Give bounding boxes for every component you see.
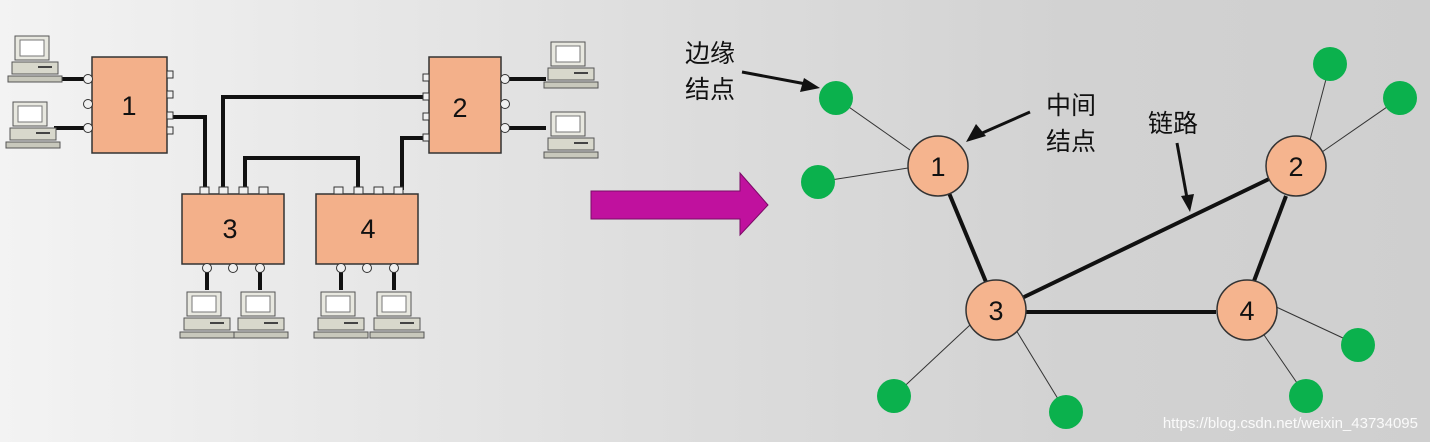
edge-spokes [817, 63, 1401, 413]
annotation-arrows [741, 70, 1194, 212]
node-1-label: 1 [930, 152, 945, 182]
switch-1-label: 1 [121, 91, 136, 121]
switch-2: 2 [422, 56, 510, 154]
edge-nodes [801, 47, 1417, 429]
mid-node-label-line1: 中间 [1046, 91, 1096, 120]
edge-node [1313, 47, 1347, 81]
edge-node [819, 81, 853, 115]
switch-2-label: 2 [452, 93, 467, 123]
computer-icon [233, 291, 289, 339]
link-label: 链路 [1148, 109, 1198, 138]
abstract-graph: 1 2 3 4 边缘 结点 中间 结点 链路 [685, 39, 1417, 429]
computer-icon [369, 291, 425, 339]
node-4-label: 4 [1239, 296, 1254, 326]
computer-icon [179, 291, 235, 339]
edge-node-label-line2: 结点 [685, 75, 735, 104]
edge-node [1049, 395, 1083, 429]
node-3-label: 3 [988, 296, 1003, 326]
switch-3: 3 [181, 186, 285, 273]
computer-icon [7, 35, 63, 83]
mid-node-label-line2: 结点 [1046, 127, 1096, 156]
edge-node [877, 379, 911, 413]
node-2-label: 2 [1288, 152, 1303, 182]
node-4: 4 [1216, 279, 1278, 341]
edge-node-label-line1: 边缘 [685, 39, 735, 68]
physical-network: 1 2 3 [5, 35, 599, 339]
computer-icon [5, 101, 61, 149]
links [947, 177, 1288, 314]
computer-icon [313, 291, 369, 339]
edge-node [1289, 379, 1323, 413]
transform-arrow-icon [590, 171, 769, 237]
node-1: 1 [907, 135, 969, 197]
watermark: https://blog.csdn.net/weixin_43734095 [1163, 415, 1418, 432]
computer-icon [543, 111, 599, 159]
computer-icon [543, 41, 599, 89]
switch-4-label: 4 [360, 214, 375, 244]
switch-3-label: 3 [222, 214, 237, 244]
edge-node [801, 165, 835, 199]
node-2: 2 [1265, 135, 1327, 197]
node-3: 3 [965, 279, 1027, 341]
edge-node [1383, 81, 1417, 115]
edge-node [1341, 328, 1375, 362]
switch-1: 1 [83, 56, 174, 154]
switch-4: 4 [315, 186, 419, 273]
